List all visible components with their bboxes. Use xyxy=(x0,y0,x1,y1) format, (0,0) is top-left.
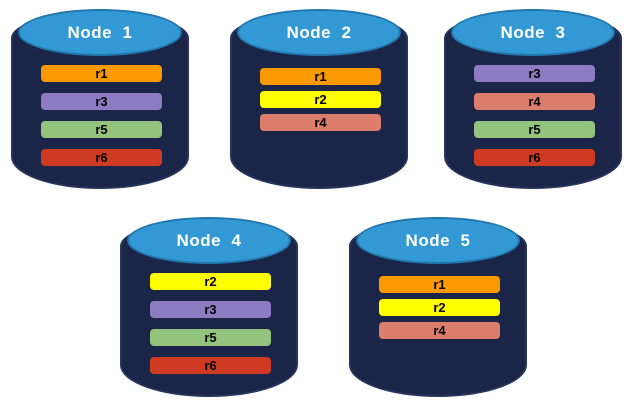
replica-badge-r6: r6 xyxy=(41,149,162,166)
replica-label: r6 xyxy=(95,150,108,165)
node-title: Node 4 xyxy=(176,230,242,250)
replica-label: r3 xyxy=(204,302,217,317)
replica-badge-r1: r1 xyxy=(379,276,500,293)
replica-badge-r1: r1 xyxy=(41,65,162,82)
replica-label: r6 xyxy=(204,358,217,373)
database-node-1: Node 1 r1 r3 r5 r6 xyxy=(11,5,189,189)
replica-label: r4 xyxy=(528,94,541,109)
node-title: Node 1 xyxy=(67,22,133,42)
database-node-4: Node 4 r2 r3 r5 r6 xyxy=(120,213,298,397)
replica-label: r3 xyxy=(528,66,541,81)
replica-label: r2 xyxy=(204,274,217,289)
node-title: Node 3 xyxy=(500,22,566,42)
replica-badge-r4: r4 xyxy=(379,322,500,339)
replica-badge-r5: r5 xyxy=(150,329,271,346)
replica-label: r5 xyxy=(95,122,108,137)
replica-label: r2 xyxy=(314,92,327,107)
replica-label: r2 xyxy=(433,300,446,315)
replica-label: r1 xyxy=(95,66,108,81)
replica-label: r3 xyxy=(95,94,108,109)
replica-badge-r3: r3 xyxy=(41,93,162,110)
replica-list: r3 r4 r5 r6 xyxy=(474,65,595,166)
replica-badge-r5: r5 xyxy=(41,121,162,138)
replica-list: r1 r2 r4 xyxy=(260,68,381,131)
replica-badge-r6: r6 xyxy=(150,357,271,374)
replica-list: r2 r3 r5 r6 xyxy=(150,273,271,374)
replica-label: r1 xyxy=(433,277,446,292)
replica-label: r5 xyxy=(528,122,541,137)
node-title: Node 2 xyxy=(286,22,352,42)
database-node-3: Node 3 r3 r4 r5 r6 xyxy=(444,5,622,189)
replica-badge-r4: r4 xyxy=(474,93,595,110)
replica-label: r4 xyxy=(433,323,446,338)
replica-label: r6 xyxy=(528,150,541,165)
database-node-5: Node 5 r1 r2 r4 xyxy=(349,213,527,397)
database-node-2: Node 2 r1 r2 r4 xyxy=(230,5,408,189)
replica-label: r1 xyxy=(314,69,327,84)
cylinder-top: Node 4 xyxy=(127,217,291,264)
cylinder-top: Node 2 xyxy=(237,9,401,56)
cylinder-top: Node 3 xyxy=(451,9,615,56)
replica-badge-r2: r2 xyxy=(150,273,271,290)
replica-badge-r2: r2 xyxy=(260,91,381,108)
node-title: Node 5 xyxy=(405,230,471,250)
replica-badge-r2: r2 xyxy=(379,299,500,316)
replica-label: r5 xyxy=(204,330,217,345)
replica-badge-r3: r3 xyxy=(150,301,271,318)
replica-list: r1 r2 r4 xyxy=(379,276,500,339)
replica-list: r1 r3 r5 r6 xyxy=(41,65,162,166)
cylinder-top: Node 5 xyxy=(356,217,520,264)
replica-badge-r3: r3 xyxy=(474,65,595,82)
cylinder-top: Node 1 xyxy=(18,9,182,56)
replica-label: r4 xyxy=(314,115,327,130)
replica-badge-r5: r5 xyxy=(474,121,595,138)
replica-badge-r6: r6 xyxy=(474,149,595,166)
replica-badge-r1: r1 xyxy=(260,68,381,85)
replica-badge-r4: r4 xyxy=(260,114,381,131)
